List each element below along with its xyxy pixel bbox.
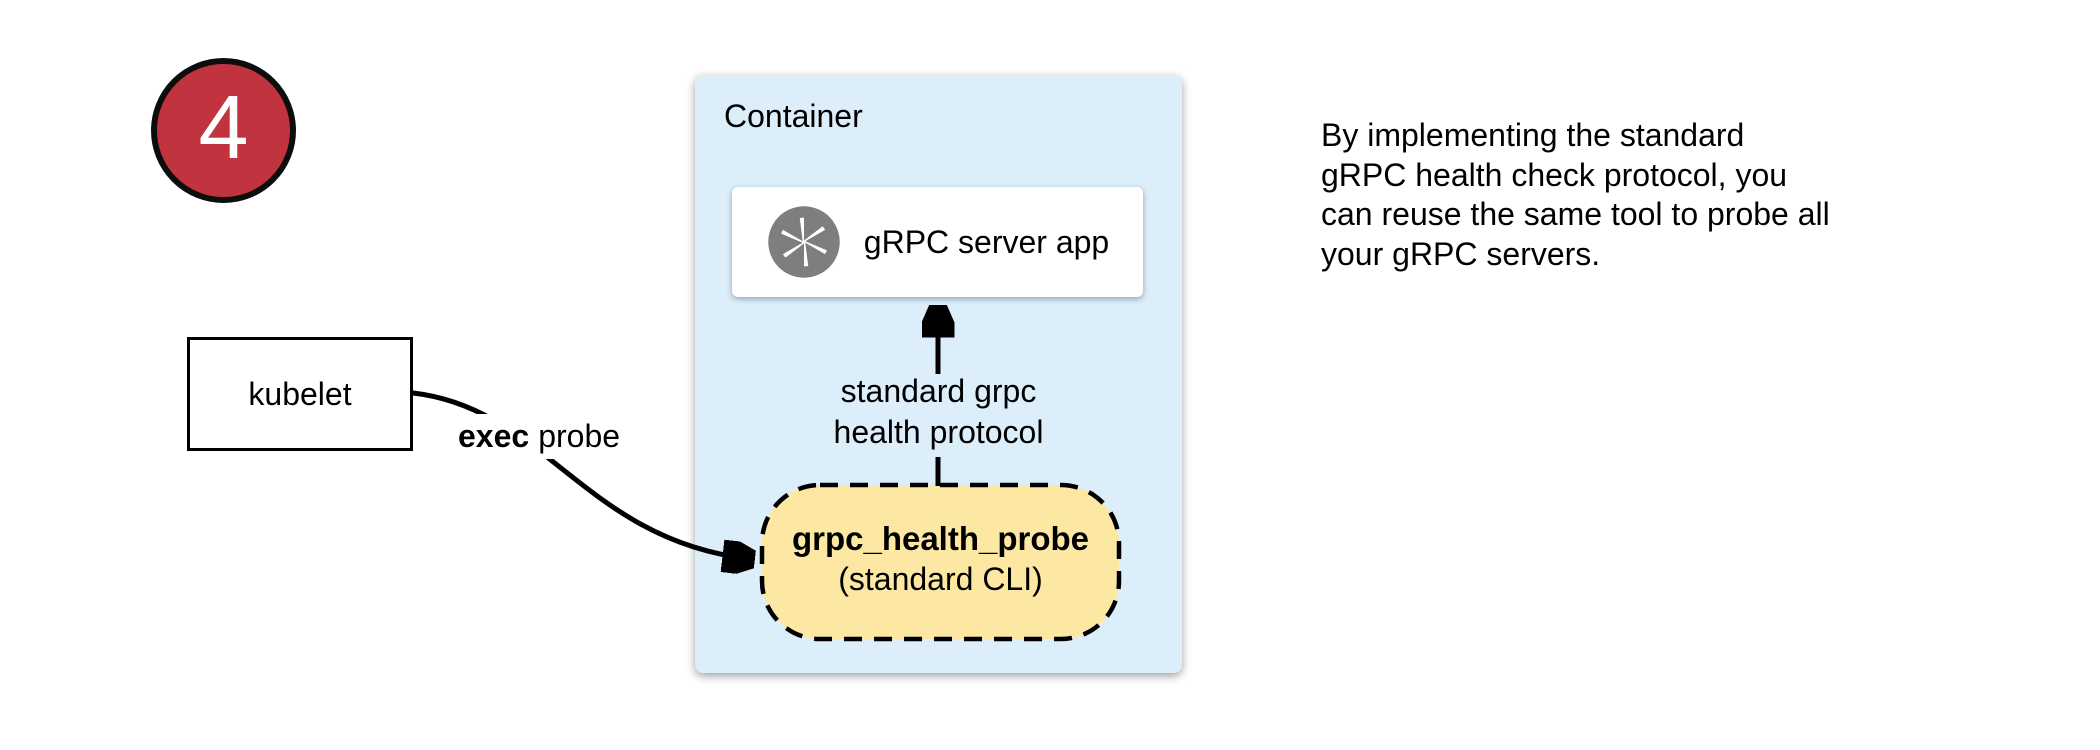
protocol-label-line1: standard grpc <box>840 373 1037 409</box>
pill-text: grpc_health_probe (standard CLI) <box>759 479 1122 639</box>
probe-subtitle: (standard CLI) <box>838 561 1043 597</box>
side-note-line: gRPC health check protocol, you <box>1321 156 1788 193</box>
side-note: By implementing the standard gRPC health… <box>1321 116 1830 274</box>
grpc-server-label: gRPC server app <box>863 223 1110 260</box>
probe-word: probe <box>538 418 621 454</box>
grpc-health-probe-pill: grpc_health_probe (standard CLI) <box>759 482 1122 642</box>
probe-name: grpc_health_probe <box>791 520 1090 557</box>
container-box: Container gRPC server app standard grpc … <box>695 75 1182 673</box>
side-note-line: can reuse the same tool to probe all <box>1321 196 1830 232</box>
container-title: Container <box>724 98 863 134</box>
exec-keyword: exec <box>458 418 530 454</box>
kubelet-box: kubelet <box>187 337 413 451</box>
step-number: 4 <box>198 77 249 178</box>
protocol-arrow-label: standard grpc health protocol <box>695 371 1182 453</box>
kubelet-label: kubelet <box>248 375 352 412</box>
protocol-label-line2: health protocol <box>833 414 1044 450</box>
grpc-server-box: gRPC server app <box>732 187 1143 297</box>
aperture-icon <box>768 206 840 278</box>
side-note-line: your gRPC servers. <box>1321 235 1601 272</box>
pill-dashed-outline <box>759 482 1122 642</box>
step-badge: 4 <box>151 58 296 203</box>
exec-probe-label: exec probe <box>448 414 631 459</box>
side-note-line: By implementing the standard <box>1321 117 1745 153</box>
